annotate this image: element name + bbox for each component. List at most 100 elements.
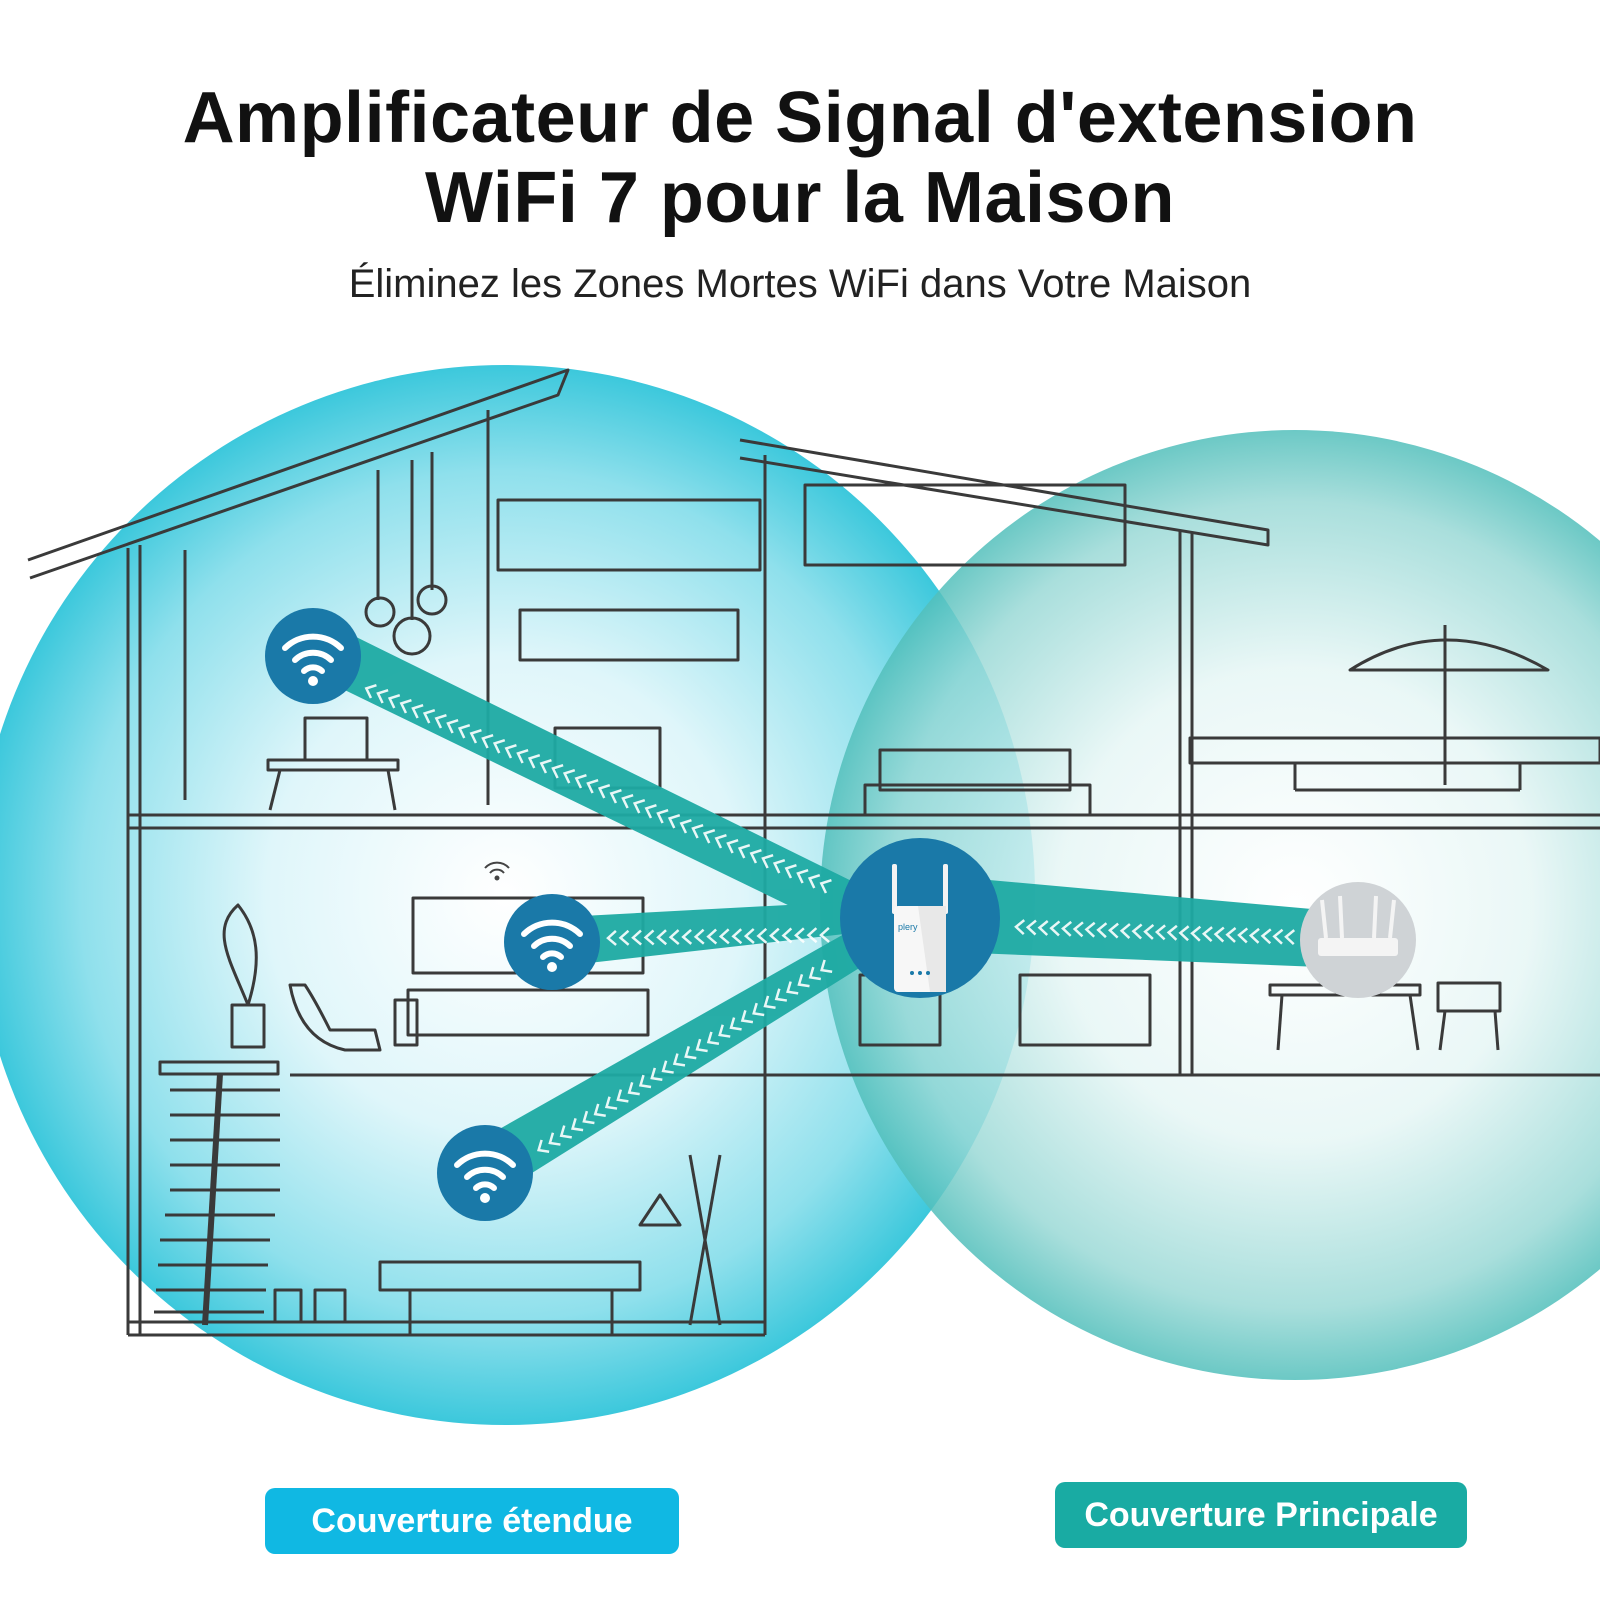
chevron-icon (684, 1045, 697, 1060)
chevron-icon (763, 995, 776, 1009)
chevron-icon (627, 1081, 640, 1096)
chevron-icon (551, 763, 564, 779)
chevron-icon (562, 768, 576, 784)
chevron-icon (756, 927, 768, 944)
chevron-icon (726, 838, 739, 854)
chevron-icon (761, 853, 774, 869)
chevron-icon (638, 1074, 652, 1089)
chevron-icon (808, 966, 822, 981)
chevron-icon (469, 728, 482, 744)
chevron-icon (731, 928, 743, 945)
chevron-icon (616, 1089, 629, 1103)
chevron-icon (772, 858, 786, 874)
chevron-icon (364, 683, 377, 699)
chevron-icon (668, 929, 680, 946)
chevron-icon (691, 823, 704, 839)
chevron-icon (632, 798, 646, 814)
chevron-icon (1166, 924, 1178, 941)
title-line-2: WiFi 7 pour la Maison (425, 158, 1175, 238)
chevron-icon (718, 1024, 731, 1038)
chevron-icon (604, 1096, 618, 1110)
chevron-icon (706, 1031, 720, 1045)
chevron-icon (574, 773, 587, 789)
chevron-icon (434, 713, 447, 729)
chevron-icon (1014, 919, 1026, 936)
chevron-icon (752, 1002, 765, 1017)
chevron-icon (537, 1139, 550, 1153)
chevron-icon (706, 928, 718, 945)
chevron-icon (681, 928, 693, 945)
chevron-icon (820, 959, 833, 973)
chevron-icon (784, 863, 797, 879)
chevron-icon (422, 708, 436, 724)
chevron-icon (539, 758, 552, 774)
chevron-icon (481, 733, 494, 749)
chevron-icon (1096, 922, 1108, 939)
chevron-icon (797, 973, 810, 988)
chevron-icon (740, 1009, 754, 1024)
chevron-icon (586, 778, 599, 794)
chevron-icon (819, 927, 830, 943)
chevron-icon (411, 703, 424, 719)
chevron-icon (1272, 928, 1284, 945)
chevron-icon (1025, 919, 1037, 936)
chevron-icon (807, 873, 821, 889)
chevron-icon (399, 698, 412, 714)
chevron-icon (582, 1110, 595, 1125)
router-device (1300, 882, 1416, 998)
chevron-icon (1260, 928, 1272, 945)
chevron-icon (743, 928, 755, 944)
chevron-icon (695, 1038, 708, 1053)
chevron-icon (661, 1060, 674, 1074)
wifi-icon (504, 894, 600, 990)
chevron-icon (693, 928, 705, 945)
chevron-icon (621, 793, 634, 809)
chevron-icon (1213, 926, 1225, 943)
chevron-icon (729, 1017, 742, 1031)
page-subtitle: Éliminez les Zones Mortes WiFi dans Votr… (348, 262, 1252, 306)
chevron-icon (718, 928, 730, 945)
chevron-icon (597, 783, 611, 799)
chevron-icon (1108, 922, 1119, 939)
chevron-icon (749, 848, 762, 864)
chevron-icon (1119, 923, 1131, 939)
chevron-icon (794, 927, 805, 944)
chevron-icon (446, 718, 459, 734)
wifi-icon (265, 608, 361, 704)
chevron-icon (679, 818, 692, 834)
title-line-1: Amplificateur de Signal d'extension (182, 78, 1418, 158)
chevron-icon (1237, 927, 1249, 944)
chevron-icon (516, 748, 529, 764)
chevron-icon (702, 828, 716, 844)
chevron-icon (1049, 920, 1061, 937)
chevron-icon (1072, 921, 1084, 938)
chevron-icon (786, 981, 799, 995)
chevron-icon (1084, 921, 1096, 938)
main-coverage-badge: Couverture Principale (1055, 1482, 1467, 1548)
chevron-icon (644, 803, 657, 819)
chevron-icon (667, 813, 681, 829)
chevron-icon (1143, 923, 1155, 940)
chevron-icon (737, 843, 751, 859)
page-title: Amplificateur de Signal d'extension WiFi… (0, 78, 1600, 238)
chevron-icon (796, 868, 809, 884)
chevron-icon (593, 1103, 606, 1117)
chevron-icon (570, 1117, 584, 1132)
chevron-icon (774, 988, 788, 1002)
chevron-icon (781, 927, 793, 944)
chevron-icon (1225, 927, 1237, 943)
chevron-icon (618, 929, 630, 946)
chevron-icon (376, 688, 389, 704)
chevron-icon (1131, 923, 1143, 940)
chevron-icon (656, 929, 668, 946)
chevron-icon (819, 878, 832, 894)
house-drawing (27, 368, 1600, 1337)
chevron-icon (631, 929, 642, 946)
chevron-icon (457, 723, 471, 739)
chevron-icon (1201, 926, 1213, 943)
chevron-icon (1284, 929, 1296, 946)
repeater-device: plery (840, 838, 1000, 998)
chevron-icon (609, 788, 622, 804)
chevron-icon (492, 738, 506, 754)
